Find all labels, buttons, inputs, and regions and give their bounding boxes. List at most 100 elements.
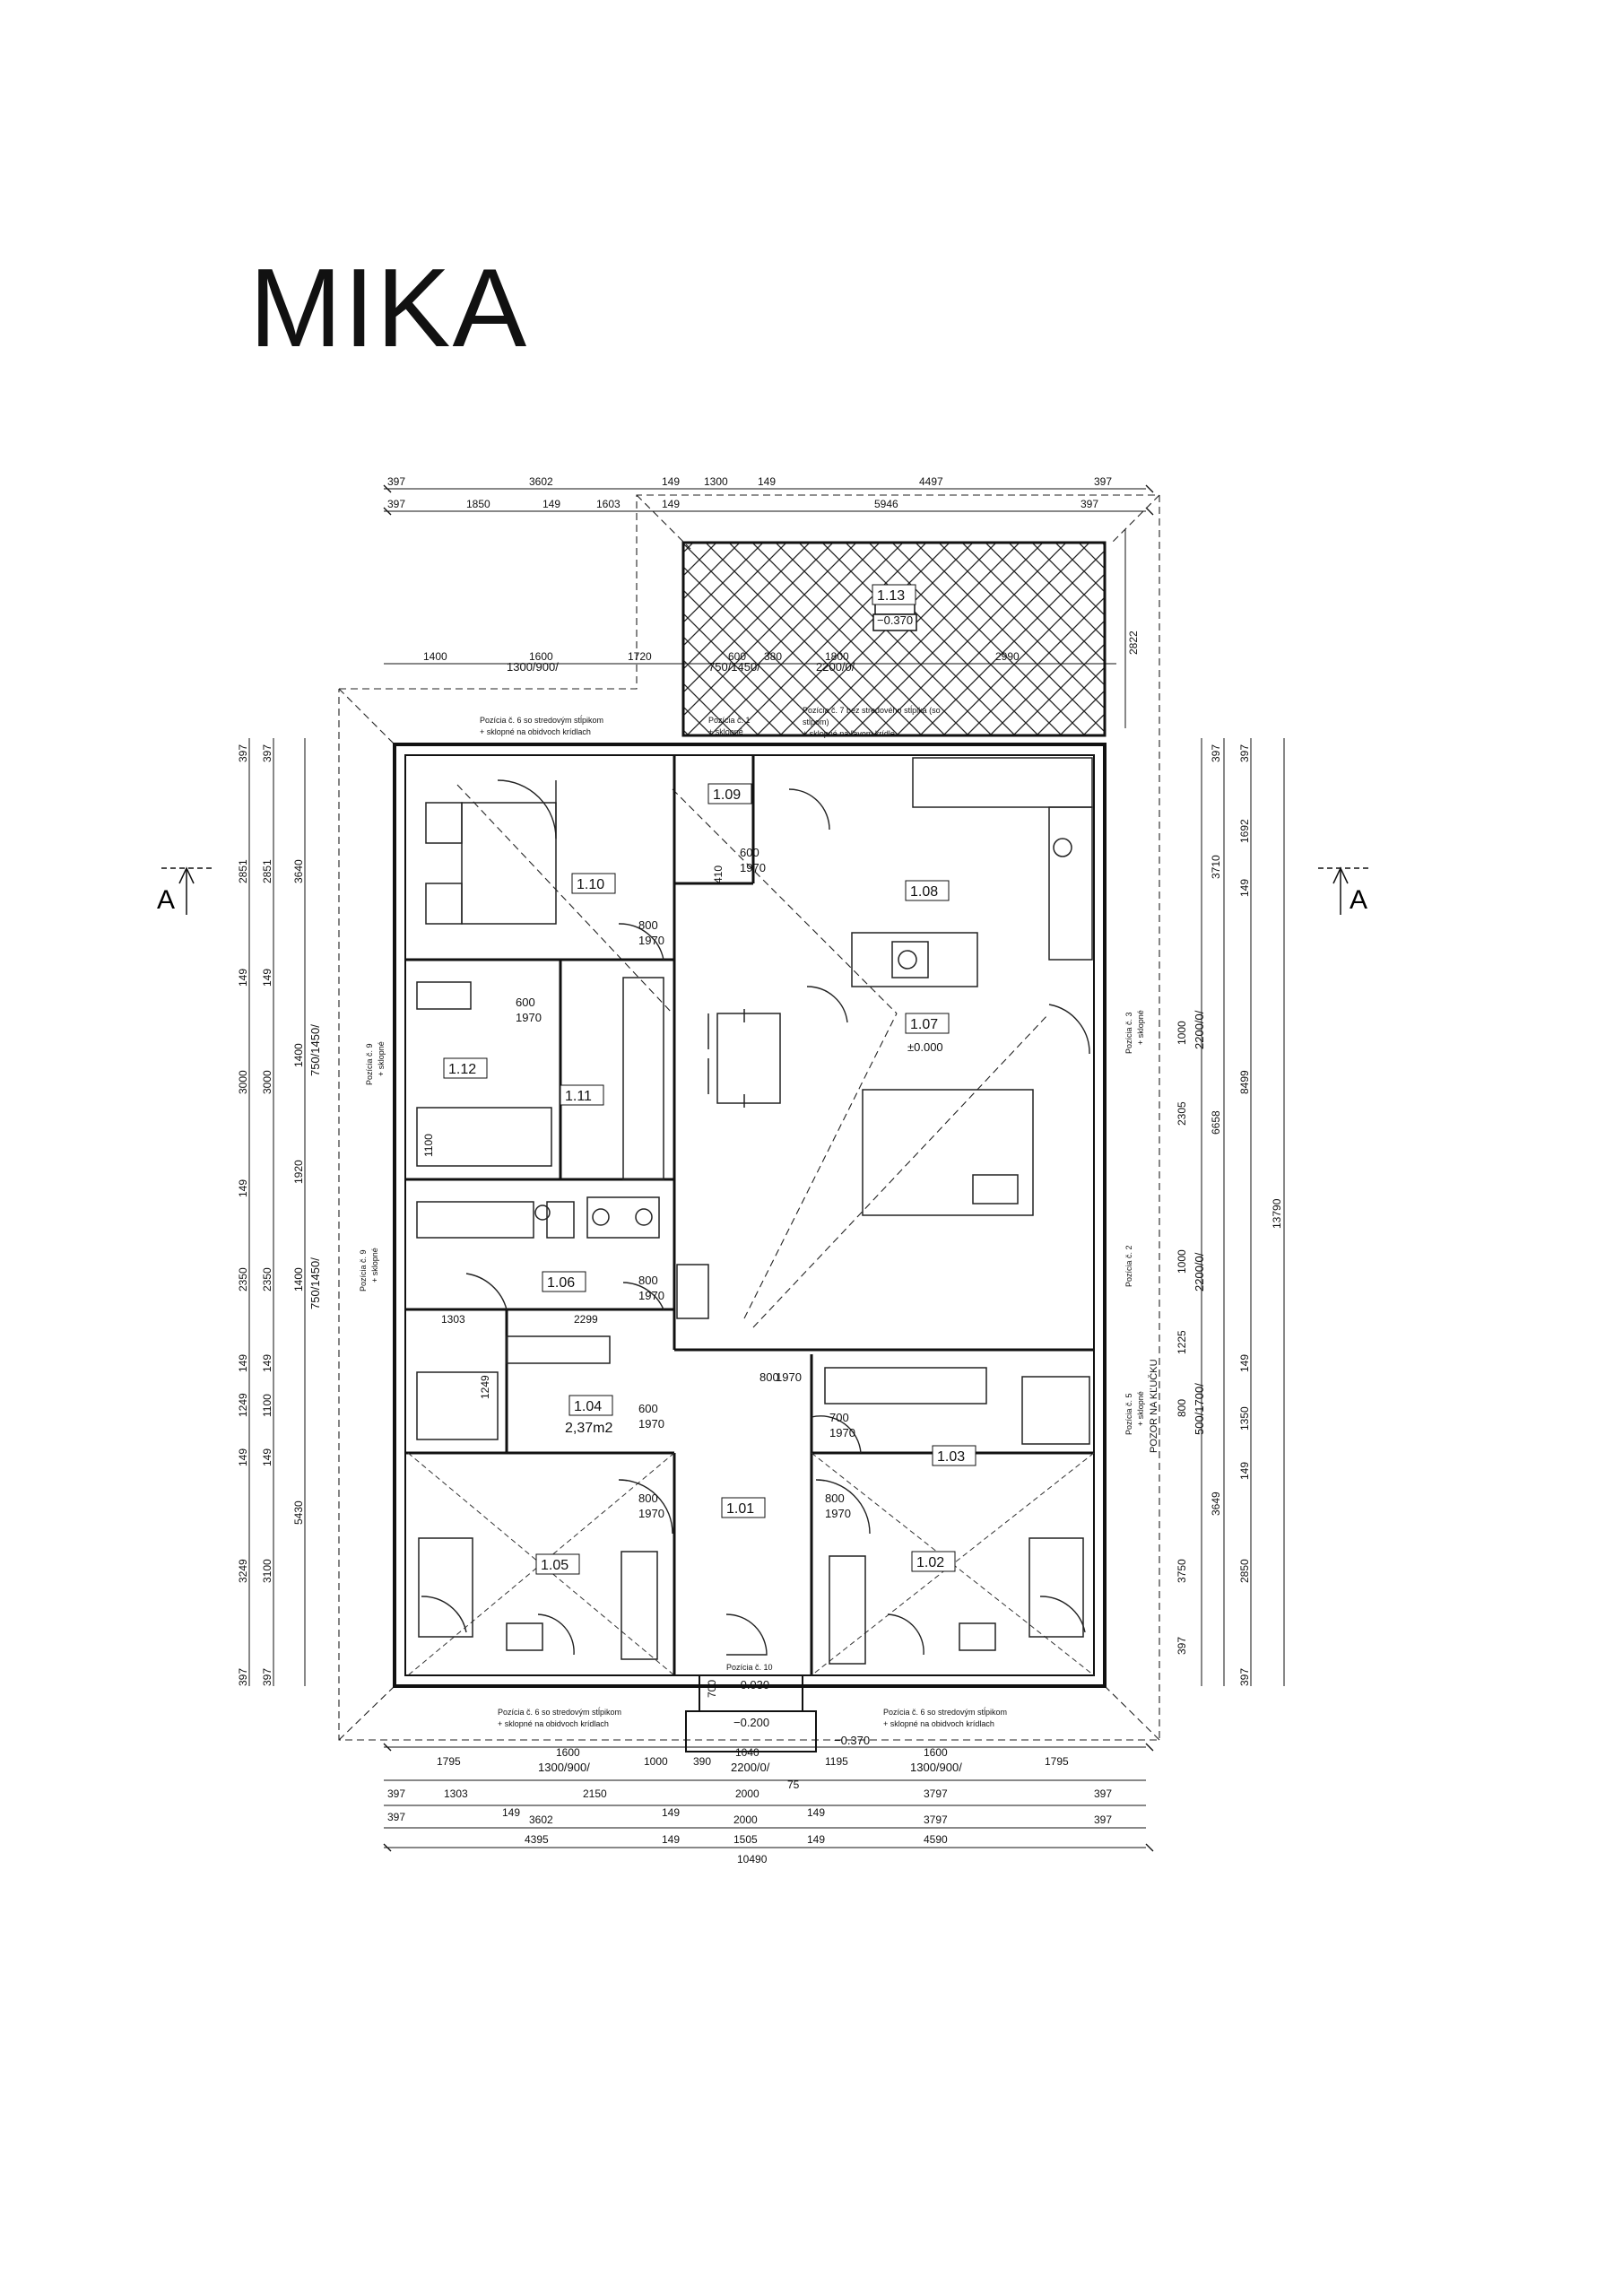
diagonals <box>407 1452 1095 1676</box>
dim: 13790 <box>1271 1198 1283 1229</box>
door-tag: 800 <box>638 918 658 932</box>
note: Pozícia č. 9 <box>359 1249 368 1292</box>
dim: 5946 <box>874 498 898 510</box>
note: + sklopné <box>1136 1010 1145 1045</box>
dim: 3750 <box>1176 1559 1188 1583</box>
dim: 2822 <box>1127 631 1140 655</box>
dim: 3249 <box>237 1559 249 1583</box>
note: Pozícia č. 6 so stredovým stĺpikom <box>480 715 603 725</box>
section-marker-left: A <box>157 885 175 915</box>
dim: 1795 <box>437 1755 461 1768</box>
interior-walls <box>405 755 1094 1675</box>
dim: 75 <box>787 1779 800 1791</box>
dim: 149 <box>662 498 680 510</box>
dim: 397 <box>261 1668 273 1686</box>
dim: 5430 <box>292 1500 305 1525</box>
dim: 6658 <box>1210 1110 1222 1135</box>
note: POZOR NA KĽUČKU <box>1148 1359 1159 1453</box>
dim: 2990 <box>995 650 1020 663</box>
section-marker-right: A <box>1350 885 1367 915</box>
window-tag: 2200/0/ <box>1193 1010 1206 1049</box>
dim: 149 <box>1238 879 1251 897</box>
left-dimension-numbers: 397 2851 149 3000 149 2350 149 1249 149 … <box>237 744 305 1686</box>
dim: 1000 <box>644 1755 668 1768</box>
dim: 397 <box>261 744 273 762</box>
room-1-01: 1.01 <box>726 1501 754 1517</box>
window-tag: 750/1450/ <box>308 1024 322 1076</box>
dimension-lines <box>248 484 1285 1852</box>
dim: 397 <box>1094 1813 1112 1826</box>
room-1-11: 1.11 <box>565 1089 592 1104</box>
dim: 149 <box>237 1354 249 1372</box>
dim: 1795 <box>1045 1755 1069 1768</box>
room-1-13: 1.13 <box>877 588 905 604</box>
dim: 1505 <box>733 1833 758 1846</box>
dim: 149 <box>237 1448 249 1466</box>
dim: 397 <box>387 498 405 510</box>
window-tag: 2200/0/ <box>1193 1252 1206 1292</box>
dim: 149 <box>261 1354 273 1372</box>
dim: 1225 <box>1176 1330 1188 1354</box>
note: Pozícia č. 9 <box>365 1043 374 1085</box>
dim: 149 <box>758 475 776 488</box>
door-tag: 1970 <box>829 1426 855 1439</box>
dim: 397 <box>1081 498 1098 510</box>
note: Pozícia č. 6 so stredovým stĺpikom <box>883 1707 1007 1717</box>
note: Pozícia č. 3 <box>1124 1012 1133 1054</box>
dim: 149 <box>237 1179 249 1197</box>
plan-title: MIKA <box>249 247 529 370</box>
dim: 1400 <box>423 650 447 663</box>
door-tag: 1970 <box>638 1507 664 1520</box>
dim: 8499 <box>1238 1070 1251 1094</box>
dimension-numbers: 397 3602 149 1300 149 4497 397 397 1850 … <box>387 475 1140 1866</box>
dim: 2150 <box>583 1787 607 1800</box>
dim: 1249 <box>237 1393 249 1417</box>
dim: 149 <box>502 1806 520 1819</box>
dim: 2299 <box>574 1313 598 1326</box>
note: stĺpom) <box>803 717 829 726</box>
dim: 1400 <box>292 1267 305 1292</box>
room-1-08: 1.08 <box>910 884 938 900</box>
window-tag: 1300/900/ <box>538 1761 590 1774</box>
dim: 4590 <box>924 1833 948 1846</box>
window-tag: 750/1450/ <box>708 660 760 674</box>
note: + sklopné na obidvoch krídlach <box>883 1719 994 1728</box>
dim: 4497 <box>919 475 943 488</box>
dim: 600 <box>728 650 746 663</box>
dim: 3640 <box>292 859 305 883</box>
door-tags: 800 1970 600 1970 600 1970 800 1970 600 … <box>516 846 855 1520</box>
dim: 149 <box>542 498 560 510</box>
dim: 1303 <box>444 1787 468 1800</box>
terrace <box>681 541 1107 737</box>
window-tags-vertical: 750/1450/ 750/1450/ 2200/0/ 2200/0/ 500/… <box>308 1010 1206 1435</box>
door-tag: 800 <box>759 1370 779 1384</box>
door-tag: 800 <box>825 1492 845 1505</box>
dim: 2305 <box>1176 1101 1188 1126</box>
position-notes: Pozícia č. 6 so stredovým stĺpikom + skl… <box>359 705 1159 1728</box>
dim: 3000 <box>261 1070 273 1094</box>
dim: 10490 <box>737 1853 768 1866</box>
dim: 3602 <box>529 1813 553 1826</box>
door-tag: 600 <box>638 1402 658 1415</box>
dim: 1603 <box>596 498 621 510</box>
door-tag: 1970 <box>638 934 664 947</box>
dim: 149 <box>1238 1462 1251 1480</box>
dim: 1600 <box>556 1746 580 1759</box>
note: + sklopné <box>377 1041 386 1076</box>
dim: 397 <box>1210 744 1222 762</box>
roof-outline <box>338 494 1160 1741</box>
dim: 397 <box>1238 1668 1251 1686</box>
dim: 1000 <box>1176 1021 1188 1045</box>
room-1-12: 1.12 <box>448 1062 476 1077</box>
note: Pozícia č. 2 <box>1124 1245 1133 1287</box>
dim: 4395 <box>525 1833 549 1846</box>
dim: 1692 <box>1238 819 1251 843</box>
dim: 1600 <box>924 1746 948 1759</box>
door-tag: 1970 <box>825 1507 851 1520</box>
right-dimension-numbers: 397 3710 1000 6658 2305 1000 1225 800 36… <box>1176 744 1283 1686</box>
note: + sklopné na obidvoch krídlach <box>480 727 591 736</box>
dim: 2850 <box>1238 1559 1251 1583</box>
dim: 410 <box>712 865 725 883</box>
door-tag: 1970 <box>776 1370 802 1384</box>
